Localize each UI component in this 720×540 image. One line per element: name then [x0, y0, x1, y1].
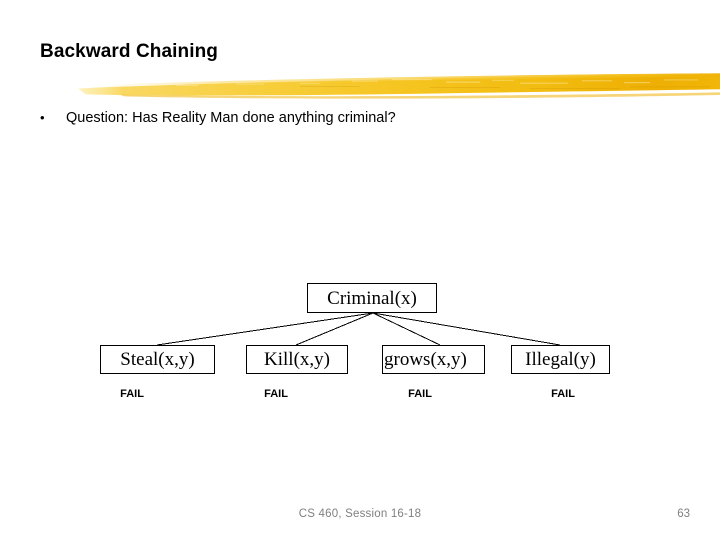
tree-node-steal-status: FAIL	[120, 388, 144, 400]
page-title: Backward Chaining	[40, 41, 219, 62]
page-number: 63	[677, 508, 690, 520]
bullet-marker-icon: •	[40, 110, 45, 125]
tree-node-grows-status: FAIL	[408, 388, 432, 400]
tree-edge-grows	[372, 312, 441, 346]
tree-node-illegal: Illegal(y)	[511, 345, 610, 374]
footer-course-label: CS 460, Session 16-18	[298, 508, 422, 520]
tree-node-illegal-status: FAIL	[551, 388, 575, 400]
tree-node-kill: Kill(x,y)	[246, 345, 348, 374]
tree-edge-kill	[295, 312, 374, 346]
tree-node-grows: grows(x,y)	[382, 345, 485, 374]
bullet-item: • Question: Has Reality Man done anythin…	[40, 109, 396, 127]
tree-node-kill-status: FAIL	[264, 388, 288, 400]
bullet-item-label: Question: Has Reality Man done anything …	[66, 110, 396, 126]
tree-node-criminal: Criminal(x)	[307, 283, 437, 313]
tree-edge-illegal	[372, 312, 561, 346]
tree-edge-steal	[156, 312, 374, 346]
tree-node-steal: Steal(x,y)	[100, 345, 215, 374]
